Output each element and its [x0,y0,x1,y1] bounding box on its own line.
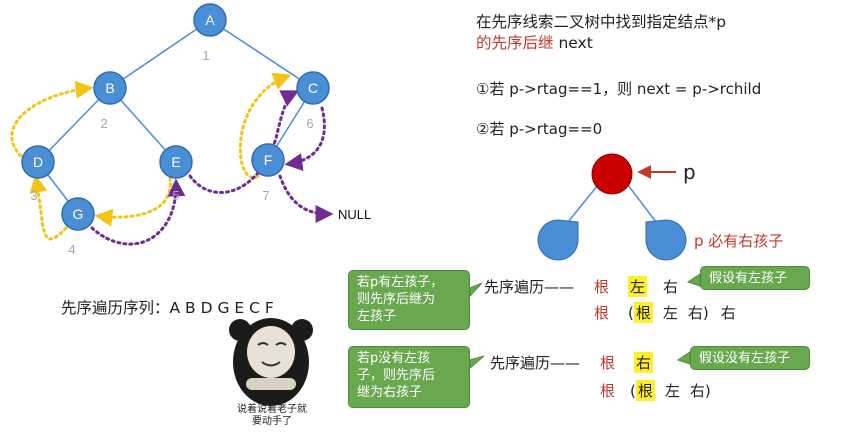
seq-root: 根 [600,354,616,372]
tail-left-case [469,282,483,298]
panda-meme-icon [229,318,313,406]
p-right-child-note: p 必有右孩子 [694,232,784,250]
order-f: 7 [262,188,269,203]
node-label-b: B [105,80,114,96]
node-e [159,145,193,179]
tree-nodes [21,3,330,231]
node-a [193,3,227,37]
node-label-g: G [73,206,84,222]
node-c [296,71,330,105]
seq-sub-root: 根 [635,380,655,401]
callout-line: 若p没有左孩 [357,351,431,366]
title-highlight: 的先序后继 [476,34,554,52]
thread-f-to-c-right [284,106,326,172]
p-label: p [683,160,696,184]
p-edge-right [627,184,657,223]
node-labels: A B C D E F G [33,12,318,222]
seq-sub-root: 根 [633,302,653,323]
seq-root: 根 [594,278,610,296]
seq-sub-right: 右 [689,382,705,400]
thread-f-to-c [238,72,292,179]
node-b [93,71,127,105]
callout-line: 继为右孩子 [357,385,423,400]
order-g: 4 [68,242,75,257]
seq-sub-right: 右 [687,304,703,322]
callout-line: 左孩子 [357,309,397,324]
node-label-e: E [171,154,180,170]
order-d: 3 [30,188,37,203]
thread-e-to-g [94,176,172,227]
p-node [591,153,633,195]
thread-g-to-d [29,174,68,241]
callout-line: 则先序后继为 [357,292,436,307]
rule-2: ②若 p->rtag==0 [476,120,603,138]
callout-assume-left: 假设有左孩子 [700,266,810,290]
preorder-sequence: 先序遍历序列：A B D G E C F [61,299,274,317]
meme-caption: 说着说着老子就 要动手了 [222,404,322,428]
callout-assume-no-left: 假设没有左孩子 [690,346,810,370]
node-g [61,197,95,231]
meme-caption-line: 要动手了 [252,416,292,427]
edge-b-d [37,87,111,163]
tail-assume-left [686,273,701,287]
thread-g-to-e [90,178,186,246]
seq-paren-open: ( [630,382,636,400]
seq-right: 右 [663,278,679,296]
node-label-f: F [264,152,273,168]
callout-has-left-child: 若p有左孩子， 则先序后继为 左孩子 [348,270,470,330]
sequence-no-left-row-2: 根(根左右) [600,380,711,401]
seq-sub-left: 左 [662,304,678,322]
p-edge-left [567,184,599,223]
seq-right: 右 [720,304,736,322]
title-line-2: 的先序后继 next [476,33,593,53]
order-numbers: 1 2 6 3 5 7 4 [30,48,313,257]
edge-a-c [209,19,314,89]
p-left-subtree [537,219,579,261]
order-a: 1 [202,48,209,63]
node-label-c: C [308,80,318,96]
seq-root: 根 [600,382,616,400]
title-line-1: 在先序线索二叉树中找到指定结点*p [476,13,727,31]
seq-paren-close: ) [702,304,709,322]
thread-f-to-null [278,174,334,223]
p-right-subtree [645,219,687,261]
sequence-left-row-1: 根左右 [594,276,678,297]
seq-left: 左 [628,276,648,297]
callout-no-left-child: 若p没有左孩 子，则先序后 继为右孩子 [348,346,470,408]
tail-no-left-case [469,355,485,370]
p-schematic [537,153,687,261]
callout-line: 子，则先序后 [357,368,436,383]
traversal-label-no-left: 先序遍历—— [490,354,581,372]
succ-threads [90,90,334,246]
seq-paren-open: ( [628,304,634,322]
null-label: NULL [338,207,371,222]
seq-paren-close: ) [704,382,711,400]
title-rest: next [553,34,593,52]
thread-d-to-b [10,80,94,162]
node-f [251,143,285,177]
seq-sub-left: 左 [664,382,680,400]
rule-1: ①若 p->rtag==1，则 next = p->rchild [476,80,762,98]
meme-caption-line: 说着说着老子就 [237,404,307,415]
sequence-no-left-row-1: 根右 [600,352,654,373]
seq-root: 根 [594,304,610,322]
node-d [21,145,55,179]
edge-a-b [109,19,211,89]
tail-assume-no-left [676,351,691,365]
order-e: 5 [172,188,179,203]
seq-right: 右 [634,352,654,373]
node-label-d: D [33,154,43,170]
traversal-label-left: 先序遍历—— [484,278,575,296]
sequence-left-row-2: 根(根左右)右 [594,302,736,323]
order-c: 6 [306,116,313,131]
node-label-a: A [205,12,215,28]
callout-line: 若p有左孩子， [357,275,444,290]
order-b: 2 [100,116,107,131]
